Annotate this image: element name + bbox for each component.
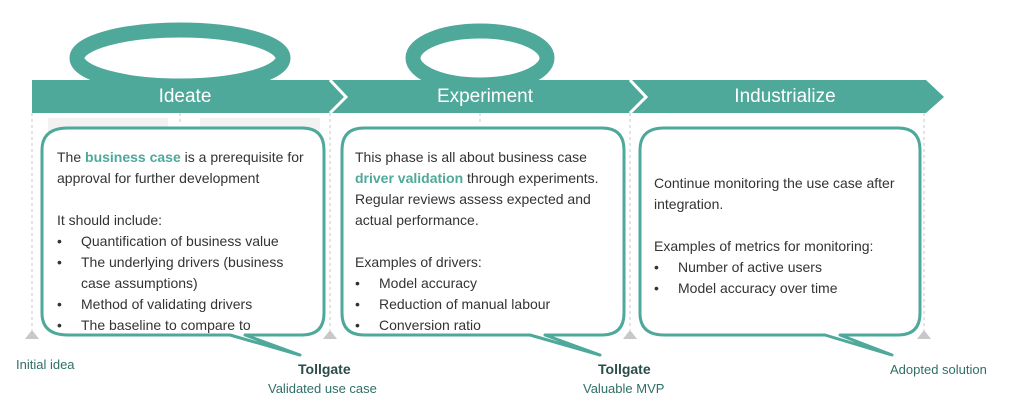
ideate-bubble-content: The business case is a prerequisite for …	[57, 147, 312, 336]
list-item: Method of validating drivers	[57, 294, 312, 315]
experiment-bubble-content: This phase is all about business case dr…	[355, 147, 617, 336]
experiment-list-title: Examples of drivers:	[355, 254, 482, 270]
experiment-list: Model accuracy Reduction of manual labou…	[355, 273, 617, 336]
industrialize-list: Number of active users Model accuracy ov…	[654, 257, 909, 299]
milestone-end-label: Adopted solution	[890, 362, 987, 377]
milestone-marker-tollgate2	[623, 330, 637, 339]
list-item: Reduction of manual labour	[355, 294, 617, 315]
phase-arrow-ideate	[32, 80, 346, 113]
industrialize-bubble-content: Continue monitoring the use case after i…	[654, 173, 909, 299]
milestone-start-label: Initial idea	[16, 357, 75, 372]
list-item: Quantification of business value	[57, 231, 312, 252]
list-item: The underlying drivers (business case as…	[57, 252, 312, 294]
list-item: Conversion ratio	[355, 315, 617, 336]
list-item: Model accuracy	[355, 273, 617, 294]
iteration-loop-experiment	[405, 23, 555, 93]
phase-arrow-experiment	[330, 80, 646, 113]
milestone-marker-tollgate1	[323, 330, 337, 339]
phase-label-industrialize: Industrialize	[734, 86, 836, 107]
highlight-business-case: business case	[85, 149, 181, 165]
list-item: Number of active users	[654, 257, 909, 278]
tollgate-1-subtitle: Validated use case	[268, 381, 377, 396]
milestone-marker-start	[25, 330, 39, 339]
ideate-intro: The business case is a prerequisite for …	[57, 149, 304, 186]
phase-label-ideate: Ideate	[158, 86, 212, 107]
tollgate-1-title: Tollgate	[298, 361, 351, 377]
industrialize-list-title: Examples of metrics for monitoring:	[654, 238, 874, 254]
chevron-separator	[328, 78, 349, 115]
tollgate-2-title: Tollgate	[598, 361, 651, 377]
highlight-driver-validation: driver validation	[355, 170, 464, 186]
experiment-intro: This phase is all about business case dr…	[355, 149, 599, 228]
industrialize-intro: Continue monitoring the use case after i…	[654, 175, 895, 212]
phase-label-experiment: Experiment	[436, 86, 534, 107]
ideate-list-title: It should include:	[57, 212, 163, 228]
tollgate-2-subtitle: Valuable MVP	[583, 381, 665, 396]
milestone-marker-end	[917, 330, 931, 339]
list-item: The baseline to compare to	[57, 315, 312, 336]
chevron-separator	[628, 78, 649, 115]
timeline-guides	[31, 113, 925, 330]
iteration-loop-ideate	[69, 22, 291, 94]
list-item: Model accuracy over time	[654, 278, 909, 299]
ideate-list: Quantification of business value The und…	[57, 231, 312, 336]
phase-arrow-industrialize	[630, 80, 944, 113]
